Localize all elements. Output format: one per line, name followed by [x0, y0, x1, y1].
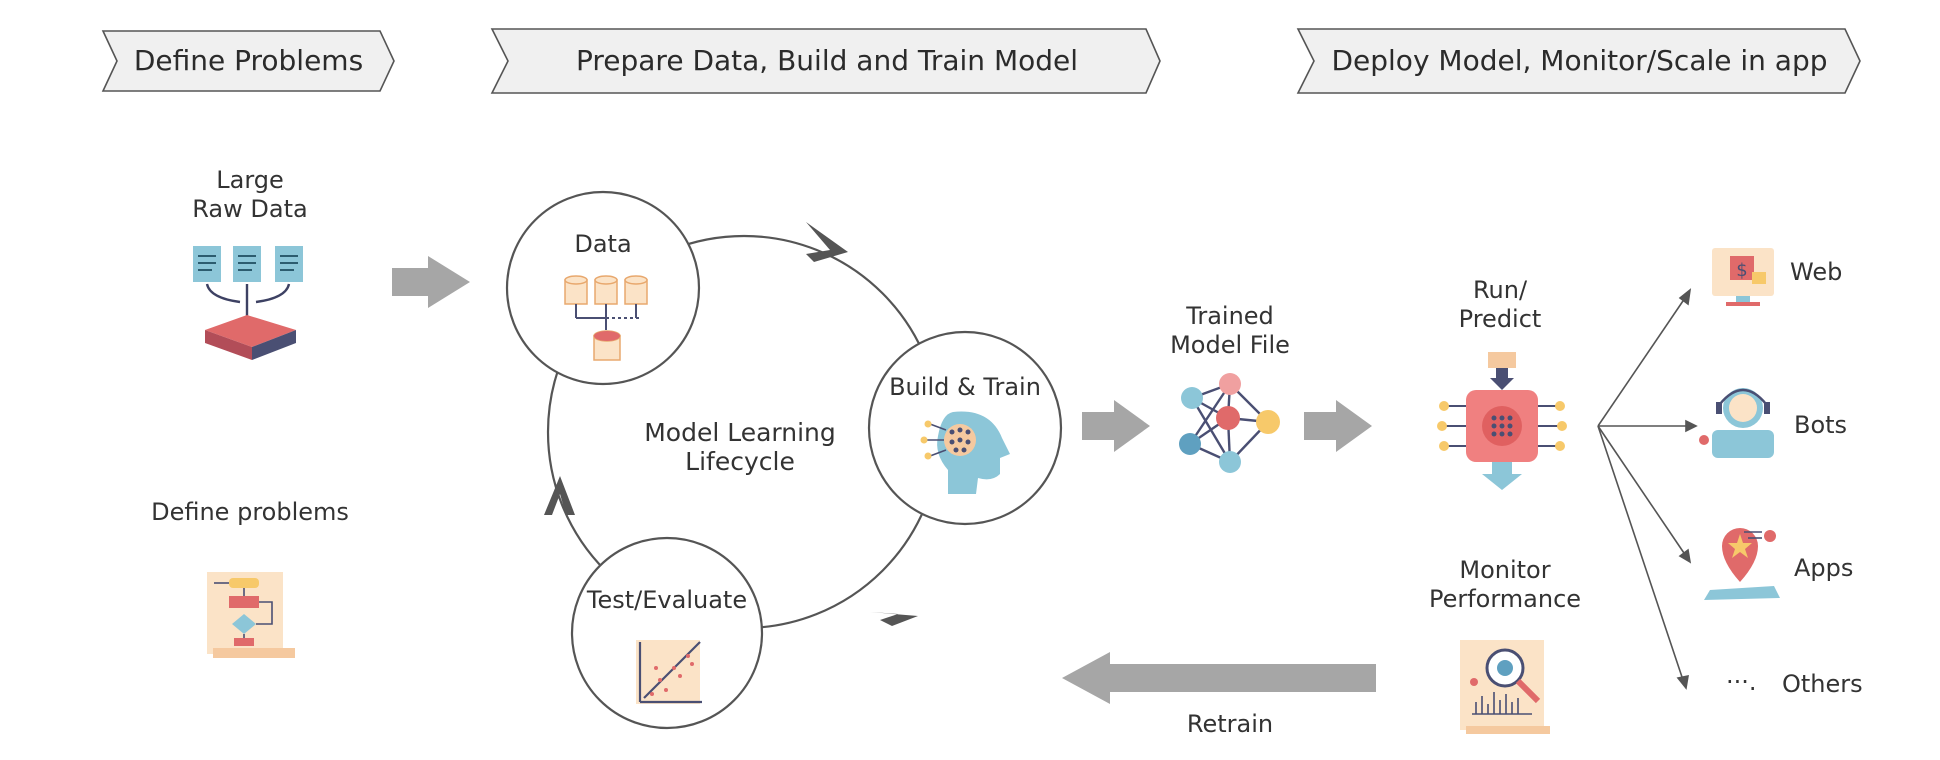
target-apps-label: Apps — [1794, 554, 1854, 582]
target-others-label: Others — [1782, 670, 1863, 698]
build-train-label: Build & Train — [889, 373, 1041, 401]
test-evaluate-node — [570, 536, 764, 730]
stage-label-prepare: Prepare Data, Build and Train Model — [575, 44, 1079, 77]
run-predict-label: Run/ Predict — [1458, 276, 1542, 333]
arrow-build-to-model — [1082, 400, 1150, 452]
arrow-model-to-run — [1304, 400, 1372, 452]
stage-chevron-prepare — [490, 28, 1161, 94]
data-node-label: Data — [574, 230, 632, 258]
web-icon: $ — [1712, 248, 1774, 306]
target-bots-label: Bots — [1794, 411, 1848, 439]
arrow-raw-to-lifecycle — [392, 256, 470, 308]
raw-data-icon — [193, 246, 303, 360]
define-problems-label: Define problems — [151, 498, 349, 526]
trained-model-label: Trained Model File — [1170, 302, 1290, 359]
stage-chevron-deploy — [1296, 28, 1861, 94]
others-ellipsis-icon: ···. — [1726, 668, 1757, 696]
ai-head-icon — [920, 411, 1010, 494]
map-pin-icon — [1704, 528, 1780, 600]
monitor-performance-label: Monitor Performance — [1428, 556, 1582, 613]
bot-icon — [1699, 388, 1774, 458]
neural-network-icon — [1179, 373, 1280, 473]
monitor-performance-icon — [1460, 640, 1550, 734]
chip-icon — [1437, 352, 1567, 490]
retrain-arrow — [1062, 652, 1376, 704]
fanout-arrows — [1597, 288, 1698, 690]
raw-data-label: Large Raw Data — [192, 166, 308, 223]
lifecycle-arrowheads — [544, 222, 918, 626]
target-web-label: Web — [1790, 258, 1843, 286]
define-problems-icon — [207, 572, 295, 658]
svg-text:$: $ — [1736, 260, 1747, 281]
database-icon — [564, 275, 648, 361]
retrain-label: Retrain — [1186, 710, 1274, 738]
stage-label-deploy: Deploy Model, Monitor/Scale in app — [1331, 44, 1828, 77]
scatter-plot-icon — [636, 640, 702, 704]
test-evaluate-label: Test/Evaluate — [586, 586, 748, 614]
stage-label-define: Define Problems — [133, 44, 364, 77]
stage-chevron-define — [101, 30, 395, 92]
lifecycle-label: Model Learning Lifecycle — [644, 418, 836, 476]
